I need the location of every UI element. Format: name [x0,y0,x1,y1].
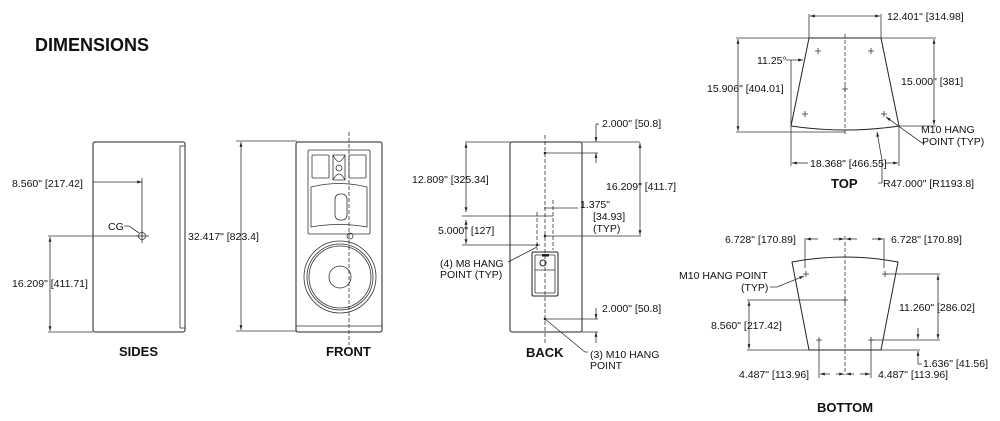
m10-leader [544,318,588,353]
back-lower-label: 5.000" [127] [438,225,494,237]
input-connector [539,259,547,267]
back-view: 2.000" [50.8] 12.809" [325.34] 5.000" [1… [412,118,676,372]
m10-label-line1: (3) M10 HANG [590,349,659,361]
bottom-view: 6.728" [170.89] 6.728" [170.89] M10 HANG… [679,234,988,415]
top-depth-label: 15.906" [404.01] [707,83,784,95]
top-inner-depth-label: 15.000" [381] [901,76,963,88]
woofer-dustcap [328,265,352,289]
bottom-hang-leader [770,275,805,288]
back-cabinet-outline [509,141,583,333]
back-typ-line2: [34.93] [593,211,625,223]
top-hang-label-line1: M10 HANG [921,124,975,136]
bottom-hang-points [803,271,888,343]
top-angle-label: 11.25° [757,55,787,67]
cg-label: CG [108,221,124,233]
top-view: 12.401" [314.98] 11.25° 15.906" [404.01]… [707,11,984,191]
top-back-width-label: 12.401" [314.98] [887,11,964,23]
top-front-width-label: 18.368" [466.55] [810,158,887,170]
side-grille-edge [179,145,186,329]
input-panel-switch [542,254,549,257]
back-right-label: 16.209" [411.7] [606,181,676,193]
top-radius-label: R47.000" [R1193.8] [883,178,974,190]
top-radius-leader [876,131,883,184]
woofer-cone [308,245,372,309]
back-top-offset-label: 2.000" [50.8] [602,118,661,130]
right-port [348,154,367,179]
side-cg-depth-label: 8.560" [217.42] [12,178,83,190]
top-title: TOP [831,176,858,191]
top-hang-points [802,48,887,117]
top-hang-label-line2: POINT (TYP) [922,136,984,148]
mid-horn-throat [334,193,348,221]
bottom-small-leader [917,360,922,365]
back-typ-line1: 1.375" [580,199,610,211]
horn-panel [307,149,371,235]
bottom-left-bottom-label: 4.487" [113.96] [739,369,809,381]
mid-horn [310,183,368,228]
sides-title: SIDES [119,344,158,359]
front-hang-point [346,232,354,240]
input-panel [531,251,559,297]
bottom-title: BOTTOM [817,400,873,415]
front-cabinet-outline [295,141,383,333]
back-bottom-offset-label: 2.000" [50.8] [602,303,661,315]
bottom-right-bottom-label: 4.487" [113.96] [878,369,948,381]
bottom-right-label: 11.260" [286.02] [899,302,975,314]
back-hang-dot-top [543,151,547,155]
m8-point [535,243,539,247]
left-port [311,154,330,179]
front-height-label: 32.417" [823.4] [188,231,259,243]
front-title: FRONT [326,344,371,359]
hf-horn-flare [332,154,346,181]
m8-label-line2: POINT (TYP) [440,269,502,281]
back-title: BACK [526,345,564,360]
m8-leader [507,246,538,263]
m8-label-line1: (4) M8 HANG [440,258,504,270]
back-upper-label: 12.809" [325.34] [412,174,489,186]
top-hang-leader [885,116,925,144]
woofer-surround [306,243,374,311]
sides-view: 8.560" [217.42] CG 16.209" [411.71] SIDE… [12,141,186,359]
front-view: 32.417" [823.4] FRONT [188,132,383,359]
side-cg-height-label: 16.209" [411.71] [12,278,88,290]
bottom-right-top-label: 6.728" [170.89] [891,234,962,246]
bottom-hang-label-line2: (TYP) [741,282,768,294]
page-heading: DIMENSIONS [35,35,149,55]
back-typ-line3: (TYP) [593,223,620,235]
bottom-outline [791,256,899,351]
m10-label-line2: POINT [590,360,623,372]
hf-driver [335,164,343,172]
bottom-small-label: 1.636" [41.56] [923,358,988,370]
woofer-outer [303,240,377,314]
cg-leader [124,225,140,234]
bottom-left-top-label: 6.728" [170.89] [725,234,796,246]
bottom-hang-label-line1: M10 HANG POINT [679,270,768,282]
bottom-left-label: 8.560" [217.42] [711,320,782,332]
